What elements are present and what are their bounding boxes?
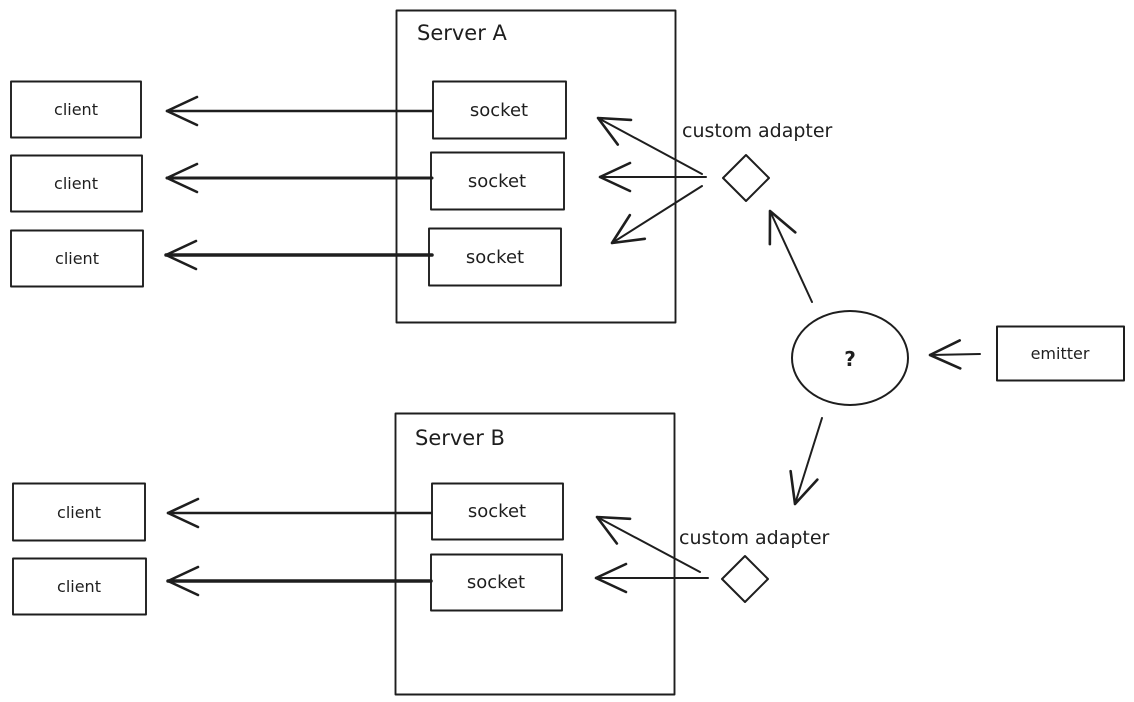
client-box-bottom-2 (12, 557, 147, 616)
client-box-top-1 (10, 80, 142, 139)
server-b-title: Server B (415, 426, 505, 450)
custom-adapter-bottom-diamond (721, 555, 769, 603)
arrow-emitter-to-router (928, 339, 981, 370)
client-box-top-3 (10, 229, 144, 288)
arrow-router-to-adapterTop (768, 209, 813, 303)
arrow-adapterTop-to-socketA1 (596, 116, 703, 175)
arrow-adapterBottom-to-socketB1 (595, 515, 701, 573)
router-question-label: ? (844, 347, 856, 371)
client-label-bottom-2: client (57, 577, 101, 596)
client-label-top-2: client (54, 174, 98, 193)
client-box-bottom-1 (12, 482, 146, 542)
server-a-socket-box-2 (430, 151, 565, 211)
custom-adapter-bottom-label: custom adapter (679, 527, 830, 549)
custom-adapter-top-diamond (722, 154, 770, 202)
arrow-adapterTop-to-socketA3 (610, 185, 703, 245)
server-a-title: Server A (417, 21, 508, 45)
server-b-socket-box-1 (431, 482, 564, 541)
client-label-bottom-1: client (57, 503, 101, 522)
server-b-socket-label-1: socket (468, 501, 526, 522)
server-b-box (394, 412, 676, 696)
arrow-router-to-adapterBottom (789, 417, 823, 506)
server-a-box (395, 9, 677, 324)
emitter-label: emitter (1031, 344, 1090, 363)
server-a-socket-box-1 (432, 80, 567, 140)
server-a-socket-label-3: socket (466, 247, 524, 268)
server-b-socket-label-2: socket (467, 572, 525, 593)
emitter-box (996, 325, 1125, 382)
custom-adapter-top-label: custom adapter (682, 120, 833, 142)
server-a-socket-label-2: socket (468, 171, 526, 192)
server-a-socket-label-1: socket (470, 100, 528, 121)
server-a-socket-box-3 (428, 227, 562, 287)
client-box-top-2 (10, 154, 143, 213)
client-label-top-3: client (55, 249, 99, 268)
client-label-top-1: client (54, 100, 98, 119)
router-circle (791, 310, 909, 406)
